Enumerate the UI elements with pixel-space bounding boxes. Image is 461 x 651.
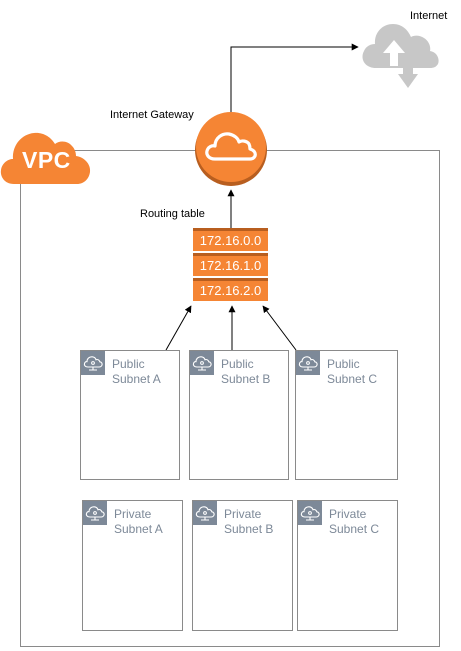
route-row[interactable]: 172.16.1.0 xyxy=(193,253,268,276)
public-subnet-b[interactable]: Public Subnet B xyxy=(189,350,289,480)
routing-table-label: Routing table xyxy=(140,208,205,220)
route-row[interactable]: 172.16.0.0 xyxy=(193,228,268,251)
public-subnet-a[interactable]: Public Subnet A xyxy=(80,350,180,480)
subnet-a-to-table-line xyxy=(165,305,192,351)
internet-label: Internet xyxy=(410,10,448,22)
subnet-c-to-table-line xyxy=(262,305,297,351)
cloud-upload-download-icon xyxy=(362,24,439,88)
subnet-label: Private Subnet A xyxy=(114,507,163,536)
internet-gateway-icon[interactable] xyxy=(193,111,269,187)
subnet-label: Public Subnet B xyxy=(221,357,271,386)
internet-gateway-label: Internet Gateway xyxy=(110,109,194,121)
vpc-cloud-icon xyxy=(0,132,91,184)
subnet-label: Public Subnet C xyxy=(327,357,378,386)
private-subnet-b[interactable]: Private Subnet B xyxy=(192,500,293,631)
private-subnet-c[interactable]: Private Subnet C xyxy=(297,500,398,631)
subnet-cloud-icon xyxy=(193,501,217,525)
public-subnet-c[interactable]: Public Subnet C xyxy=(295,350,398,480)
subnet-cloud-icon xyxy=(296,351,320,375)
cloud-icon xyxy=(205,132,257,161)
subnet-label: Public Subnet A xyxy=(112,357,161,386)
subnet-cloud-icon xyxy=(190,351,214,375)
gateway-to-internet-line xyxy=(230,43,359,112)
subnet-cloud-icon xyxy=(298,501,322,525)
private-subnet-a[interactable]: Private Subnet A xyxy=(82,500,183,631)
subnet-cloud-icon xyxy=(83,501,107,525)
route-row[interactable]: 172.16.2.0 xyxy=(193,278,268,301)
subnet-label: Private Subnet C xyxy=(329,507,380,536)
subnet-label: Private Subnet B xyxy=(224,507,274,536)
vpc-label: VPC xyxy=(22,147,71,173)
subnet-cloud-icon xyxy=(81,351,105,375)
